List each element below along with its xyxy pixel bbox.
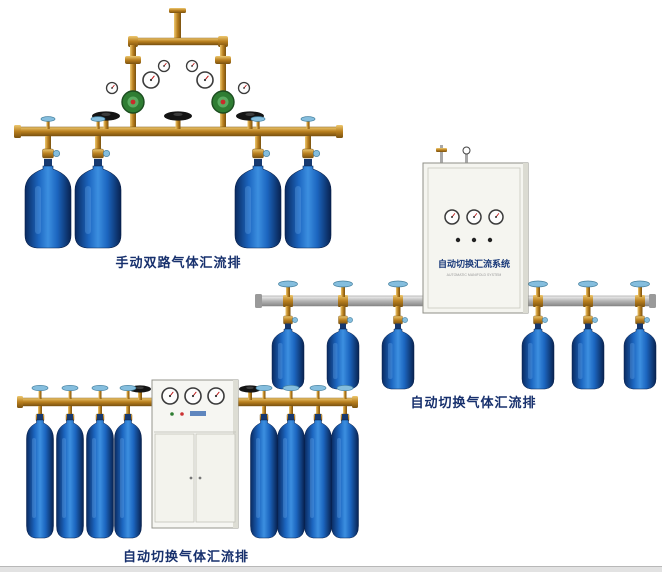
- indicator-light-green: [170, 412, 174, 416]
- indicator-knob: [471, 237, 477, 243]
- cabinet-sublabel: AUTOMATIC MANIFOLD SYSTEM: [447, 273, 502, 277]
- pressure-regulators: [105, 59, 251, 130]
- control-cabinet: [151, 379, 239, 529]
- pressure-gauge: [237, 81, 251, 95]
- handwheel-valve: [164, 111, 192, 129]
- pressure-gauge: [184, 387, 202, 405]
- gas-cylinder: [331, 413, 359, 539]
- gas-cylinder: [114, 413, 142, 539]
- gas-cylinder: [26, 413, 54, 539]
- product-caption: 手动双路气体汇流排: [115, 255, 242, 270]
- regulator-wheel: [211, 90, 235, 114]
- gas-cylinder: [571, 323, 605, 390]
- auto-manifold-8-illustration: [17, 379, 359, 539]
- indicator-knob: [455, 237, 461, 243]
- pressure-gauge: [466, 209, 482, 225]
- pressure-gauge: [444, 209, 460, 225]
- product-auto-switch-manifold: 自动切换汇流系统 AUTOMATIC MANIFOLD SYSTEM 自动切换气…: [253, 145, 658, 411]
- pressure-gauge: [142, 71, 160, 89]
- pressure-gauge: [462, 146, 471, 155]
- cabinet-door-right: [195, 433, 236, 523]
- control-cabinet: 自动切换汇流系统 AUTOMATIC MANIFOLD SYSTEM: [422, 145, 529, 314]
- cabinet-nameplate: [190, 411, 206, 416]
- pressure-gauge: [196, 71, 214, 89]
- gas-cylinder: [86, 413, 114, 539]
- gas-cylinder: [304, 413, 332, 539]
- bottom-divider: [0, 566, 662, 572]
- shutoff-handwheels: [92, 111, 264, 129]
- pressure-gauge: [488, 209, 504, 225]
- product-manual-dual-manifold: 手动双路气体汇流排: [6, 8, 351, 271]
- door-handle: [198, 476, 202, 480]
- gas-cylinder: [381, 323, 415, 390]
- indicator-light-red: [180, 412, 184, 416]
- gas-cylinder: [74, 158, 122, 249]
- door-handle: [189, 476, 193, 480]
- pressure-gauge: [105, 81, 119, 95]
- inlet-header-pipes: [125, 8, 231, 85]
- product-auto-switch-manifold-8: 自动切换气体汇流排: [12, 376, 360, 565]
- cabinet-label: 自动切换汇流系统: [438, 258, 510, 269]
- gas-cylinder: [623, 323, 657, 390]
- manual-manifold-illustration: [14, 8, 343, 249]
- indicator-knob: [487, 237, 493, 243]
- pressure-gauge: [157, 59, 171, 73]
- pressure-gauge: [185, 59, 199, 73]
- cabinet-door-left: [154, 433, 195, 523]
- pressure-gauge: [207, 387, 225, 405]
- gas-cylinder: [521, 323, 555, 390]
- gas-cylinder: [24, 158, 72, 249]
- gas-cylinder: [277, 413, 305, 539]
- product-caption: 自动切换气体汇流排: [122, 549, 249, 564]
- gas-cylinder: [250, 413, 278, 539]
- regulator-wheel: [121, 90, 145, 114]
- auto-manifold-illustration: 自动切换汇流系统 AUTOMATIC MANIFOLD SYSTEM: [255, 145, 657, 390]
- gas-cylinder: [56, 413, 84, 539]
- pressure-gauge: [161, 387, 179, 405]
- product-caption: 自动切换气体汇流排: [410, 395, 537, 410]
